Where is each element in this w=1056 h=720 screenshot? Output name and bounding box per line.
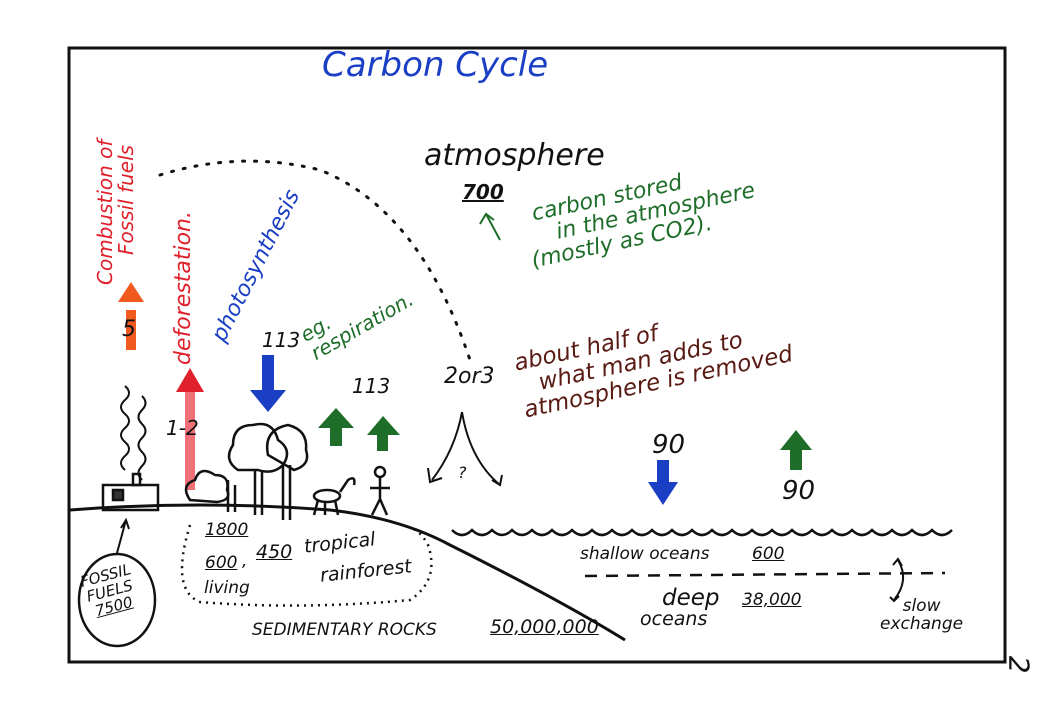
label-line: slow [902, 596, 941, 616]
respiration-arrow-2 [367, 416, 400, 451]
ocean-uptake-90: 90 [652, 430, 686, 460]
animal-icon [312, 477, 356, 516]
fossil-fuels-arrow [116, 517, 130, 554]
sedimentary-rocks-value: 50,000,000 [490, 616, 599, 638]
ocean-surface-waves [451, 528, 953, 537]
ocean-release-arrow-up [780, 430, 812, 470]
photosynthesis-value: 113 [262, 328, 301, 352]
label-line: exchange [880, 613, 964, 634]
trees-icon [184, 422, 309, 520]
land-surface [69, 503, 626, 642]
comma-separator: , [242, 551, 248, 571]
rainforest-value: 450 [256, 541, 293, 563]
smoke-icon [120, 385, 147, 481]
deep-oceans-label: deep oceans [640, 585, 720, 630]
split-arrowheads [427, 467, 503, 487]
fossil-combustion-arrow [118, 282, 144, 350]
label-line: Combustion of [93, 139, 117, 285]
factory-icon [101, 472, 160, 512]
label-line: oceans [640, 608, 708, 631]
ocean-uptake-arrow-down [648, 460, 678, 505]
fossil-combustion-value: 5 [122, 317, 136, 342]
page-number: 2 [1002, 655, 1036, 674]
living-label: living [204, 578, 250, 598]
fossil-combustion-label: Combustion of Fossil fuels [93, 139, 138, 285]
deforestation-value: 1-2 [166, 416, 199, 440]
deep-oceans-value: 38,000 [742, 590, 802, 610]
ocean-uptake-unknown: ? [458, 463, 467, 482]
dotted-arc [158, 159, 472, 362]
page-title: Carbon Cycle [322, 45, 549, 85]
atmosphere-label: atmosphere [424, 138, 605, 173]
label-line: deep [662, 585, 720, 611]
deforestation-arrow [176, 368, 204, 490]
atmosphere-note-arrow [479, 212, 501, 241]
exchange-arrowheads [889, 557, 903, 603]
ocean-release-90: 90 [782, 476, 816, 506]
ocean-layer-divider [584, 571, 946, 578]
deforestation-label: deforestation. [171, 211, 196, 365]
living-biomass-value: 600 [205, 553, 238, 573]
person-icon [370, 465, 390, 516]
biomass-total: 1800 [205, 520, 249, 540]
respiration-arrow-1 [318, 408, 354, 446]
frame [67, 46, 1007, 664]
respiration-value: 113 [352, 374, 391, 398]
atmosphere-value: 700 [462, 180, 504, 204]
shallow-oceans-value: 600 [752, 544, 785, 564]
fossil-fuels-oval [77, 552, 157, 648]
slow-exchange-label: slow exchange [880, 596, 964, 634]
sedimentary-rocks-label: SEDIMENTARY ROCKS [252, 620, 437, 640]
ocean-uptake-value: 2or3 [444, 364, 495, 389]
ocean-uptake-split-arrows [431, 411, 501, 486]
shallow-oceans-label: shallow oceans [580, 544, 710, 564]
photosynthesis-arrow [250, 355, 286, 412]
label-line: Fossil fuels [114, 144, 138, 255]
